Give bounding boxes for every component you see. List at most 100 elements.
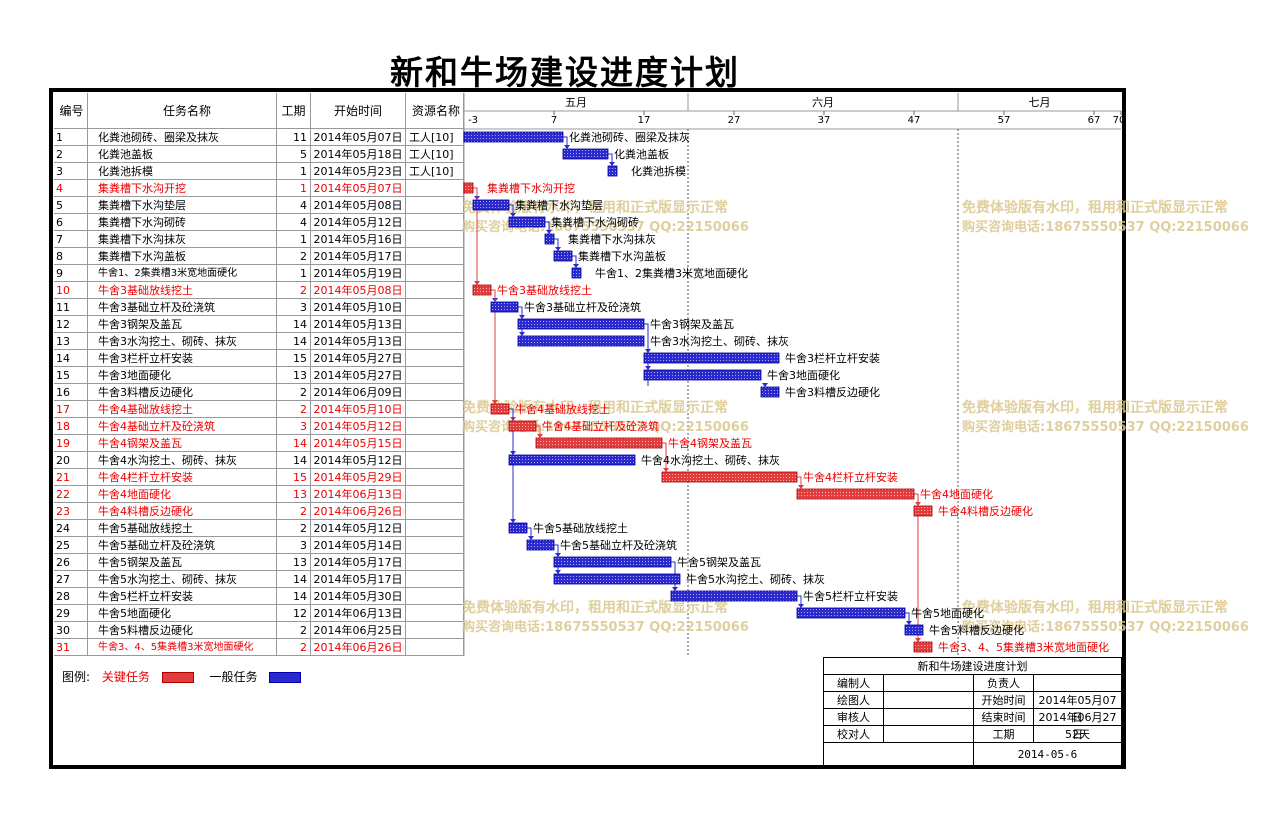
- task-bar-label: 牛舍5地面硬化: [911, 606, 984, 620]
- header-name: 任务名称: [88, 93, 277, 129]
- task-name: 牛舍4钢架及盖瓦: [88, 435, 277, 452]
- task-duration: 2: [277, 622, 311, 639]
- task-bar-label: 牛舍4基础放线挖土: [515, 402, 610, 416]
- task-id: 19: [54, 435, 88, 452]
- task-start: 2014年06月26日: [311, 503, 406, 520]
- dependency-arrow: [663, 468, 669, 472]
- task-start: 2014年05月07日: [311, 180, 406, 197]
- dependency-arrow: [762, 383, 768, 387]
- task-duration: 1: [277, 180, 311, 197]
- task-bar: [472, 199, 510, 211]
- task-bar-label: 牛舍3栏杆立杆安装: [785, 351, 880, 365]
- signoff-duration-label: 工期: [974, 726, 1034, 743]
- header-start: 开始时间: [311, 93, 406, 129]
- task-bar-label: 牛舍4钢架及盖瓦: [668, 436, 752, 450]
- task-bar: [571, 267, 582, 279]
- task-bar: [463, 182, 474, 194]
- task-duration: 2: [277, 401, 311, 418]
- signoff-duration-value: 52天: [1034, 726, 1122, 743]
- task-bar-label: 牛舍3料槽反边硬化: [785, 385, 880, 399]
- dependency-arrow: [492, 400, 498, 404]
- task-name: 牛舍3栏杆立杆安装: [88, 350, 277, 367]
- task-name: 牛舍5基础放线挖土: [88, 520, 277, 537]
- task-bar-label: 化粪池盖板: [614, 147, 669, 161]
- signoff-reviewer-label: 审核人: [824, 709, 884, 726]
- task-bar: [508, 216, 546, 228]
- day-tick-label: 70: [1113, 115, 1126, 126]
- task-id: 21: [54, 469, 88, 486]
- task-duration: 13: [277, 486, 311, 503]
- dependency-arrow: [510, 213, 516, 217]
- dependency-arrow: [609, 162, 615, 166]
- task-name: 牛舍3料槽反边硬化: [88, 384, 277, 401]
- task-bar-label: 牛舍5钢架及盖瓦: [677, 555, 761, 569]
- task-name: 牛舍5水沟挖土、砌砖、抹灰: [88, 571, 277, 588]
- task-name: 集粪槽下水沟开挖: [88, 180, 277, 197]
- task-duration: 1: [277, 163, 311, 180]
- month-label: 七月: [1029, 96, 1051, 109]
- task-id: 8: [54, 248, 88, 265]
- day-tick-label: -3: [468, 115, 478, 126]
- task-duration: 2: [277, 384, 311, 401]
- legend-label: 图例:: [62, 670, 91, 684]
- task-bar-label: 牛舍5水沟挖土、砌砖、抹灰: [686, 572, 825, 586]
- dependency-arrow: [528, 536, 534, 540]
- dependency-arrow: [510, 519, 516, 523]
- task-bar: [463, 131, 564, 143]
- dependency-arrow: [474, 281, 480, 285]
- task-duration: 3: [277, 418, 311, 435]
- task-bar: [562, 148, 609, 160]
- task-bar: [553, 573, 681, 585]
- task-bar: [553, 556, 672, 568]
- task-start: 2014年05月13日: [311, 333, 406, 350]
- task-bar: [517, 318, 645, 330]
- task-bar: [508, 454, 636, 466]
- task-start: 2014年05月10日: [311, 299, 406, 316]
- task-start: 2014年06月13日: [311, 605, 406, 622]
- task-name: 集粪槽下水沟抹灰: [88, 231, 277, 248]
- signoff-start-value: 2014年05月07日: [1034, 692, 1122, 724]
- task-id: 3: [54, 163, 88, 180]
- task-bar-label: 牛舍5基础立杆及砼浇筑: [560, 538, 677, 552]
- task-id: 30: [54, 622, 88, 639]
- task-duration: 3: [277, 537, 311, 554]
- task-bar: [535, 437, 663, 449]
- task-id: 1: [54, 129, 88, 146]
- legend-normal-label: 一般任务: [209, 670, 258, 684]
- task-start: 2014年05月30日: [311, 588, 406, 605]
- task-bar-label: 牛舍5栏杆立杆安装: [803, 589, 898, 603]
- dependency-link: [491, 289, 496, 404]
- dependency-arrow: [915, 638, 921, 642]
- task-bar: [643, 352, 780, 364]
- task-id: 7: [54, 231, 88, 248]
- legend-normal-swatch: [269, 672, 302, 683]
- task-id: 26: [54, 554, 88, 571]
- task-bar: [796, 607, 906, 619]
- task-name: 牛舍3钢架及盖瓦: [88, 316, 277, 333]
- task-id: 12: [54, 316, 88, 333]
- task-id: 23: [54, 503, 88, 520]
- task-id: 24: [54, 520, 88, 537]
- day-tick-label: 47: [908, 115, 921, 126]
- task-id: 28: [54, 588, 88, 605]
- dependency-arrow: [546, 230, 552, 234]
- task-start: 2014年06月13日: [311, 486, 406, 503]
- day-tick-label: 27: [728, 115, 741, 126]
- day-tick-label: 57: [998, 115, 1011, 126]
- task-name: 牛舍5钢架及盖瓦: [88, 554, 277, 571]
- watermark-line2: 购买咨询电话:18675550537 QQ:22150066: [962, 219, 1249, 235]
- legend: 图例: 关键任务 一般任务: [62, 668, 302, 685]
- task-bar-label: 集粪槽下水沟盖板: [578, 249, 666, 263]
- task-duration: 1: [277, 231, 311, 248]
